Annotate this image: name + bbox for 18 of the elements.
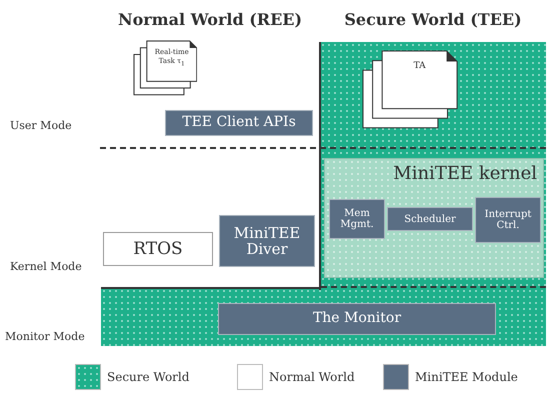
mode-label: User Mode — [10, 119, 72, 132]
module-box: Scheduler — [387, 207, 473, 231]
column-heading: Secure World (TEE) — [343, 10, 523, 29]
module-box: The Monitor — [218, 303, 496, 335]
legend-label: Secure World — [107, 370, 190, 384]
kernel-panel — [324, 158, 544, 278]
mode-label: Monitor Mode — [5, 330, 85, 343]
module-box: Mem Mgmt. — [329, 199, 385, 239]
os-box: RTOS — [103, 232, 213, 266]
legend-label: MiniTEE Module — [415, 370, 518, 384]
module-box: TEE Client APIs — [165, 110, 313, 136]
panel-title: MiniTEE kernel — [393, 163, 537, 184]
column-heading: Normal World (REE) — [116, 10, 304, 29]
page-label: TA — [412, 61, 427, 74]
legend-label: Normal World — [269, 370, 355, 384]
module-box: MiniTEE Diver — [219, 215, 315, 267]
module-box: Interrupt Ctrl. — [475, 197, 541, 243]
mode-label: Kernel Mode — [10, 260, 82, 273]
